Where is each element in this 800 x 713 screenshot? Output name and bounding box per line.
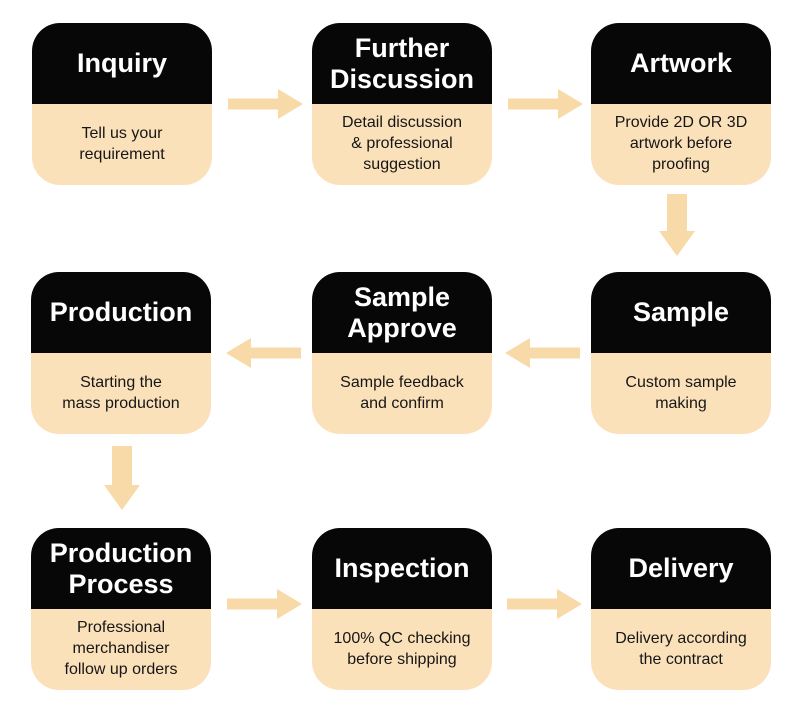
- arrow-right-icon: [228, 89, 303, 119]
- step-description: 100% QC checking before shipping: [312, 609, 492, 690]
- step-title: Artwork: [591, 23, 771, 104]
- step-card-inspection: Inspection 100% QC checking before shipp…: [312, 528, 492, 690]
- arrow-left-icon: [226, 338, 301, 368]
- step-description: Tell us your requirement: [32, 104, 212, 185]
- step-title: Further Discussion: [312, 23, 492, 104]
- step-card-production: Production Starting the mass production: [31, 272, 211, 434]
- step-card-further-discussion: Further Discussion Detail discussion & p…: [312, 23, 492, 185]
- arrow-right-icon: [227, 589, 302, 619]
- step-card-sample: Sample Custom sample making: [591, 272, 771, 434]
- step-description: Detail discussion & professional suggest…: [312, 104, 492, 185]
- arrow-right-icon: [508, 89, 583, 119]
- step-card-sample-approve: Sample Approve Sample feedback and confi…: [312, 272, 492, 434]
- step-card-inquiry: Inquiry Tell us your requirement: [32, 23, 212, 185]
- step-card-production-process: Production Process Professional merchand…: [31, 528, 211, 690]
- step-title: Production: [31, 272, 211, 353]
- step-title: Inquiry: [32, 23, 212, 104]
- step-description: Starting the mass production: [31, 353, 211, 434]
- arrow-down-icon: [659, 194, 695, 256]
- arrow-left-icon: [505, 338, 580, 368]
- step-title: Delivery: [591, 528, 771, 609]
- step-title: Sample Approve: [312, 272, 492, 353]
- arrow-right-icon: [507, 589, 582, 619]
- step-title: Inspection: [312, 528, 492, 609]
- step-description: Custom sample making: [591, 353, 771, 434]
- step-description: Delivery according the contract: [591, 609, 771, 690]
- step-title: Production Process: [31, 528, 211, 609]
- step-card-delivery: Delivery Delivery according the contract: [591, 528, 771, 690]
- step-description: Professional merchandiser follow up orde…: [31, 609, 211, 690]
- arrow-down-icon: [104, 446, 140, 510]
- step-card-artwork: Artwork Provide 2D OR 3D artwork before …: [591, 23, 771, 185]
- step-description: Provide 2D OR 3D artwork before proofing: [591, 104, 771, 185]
- step-title: Sample: [591, 272, 771, 353]
- step-description: Sample feedback and confirm: [312, 353, 492, 434]
